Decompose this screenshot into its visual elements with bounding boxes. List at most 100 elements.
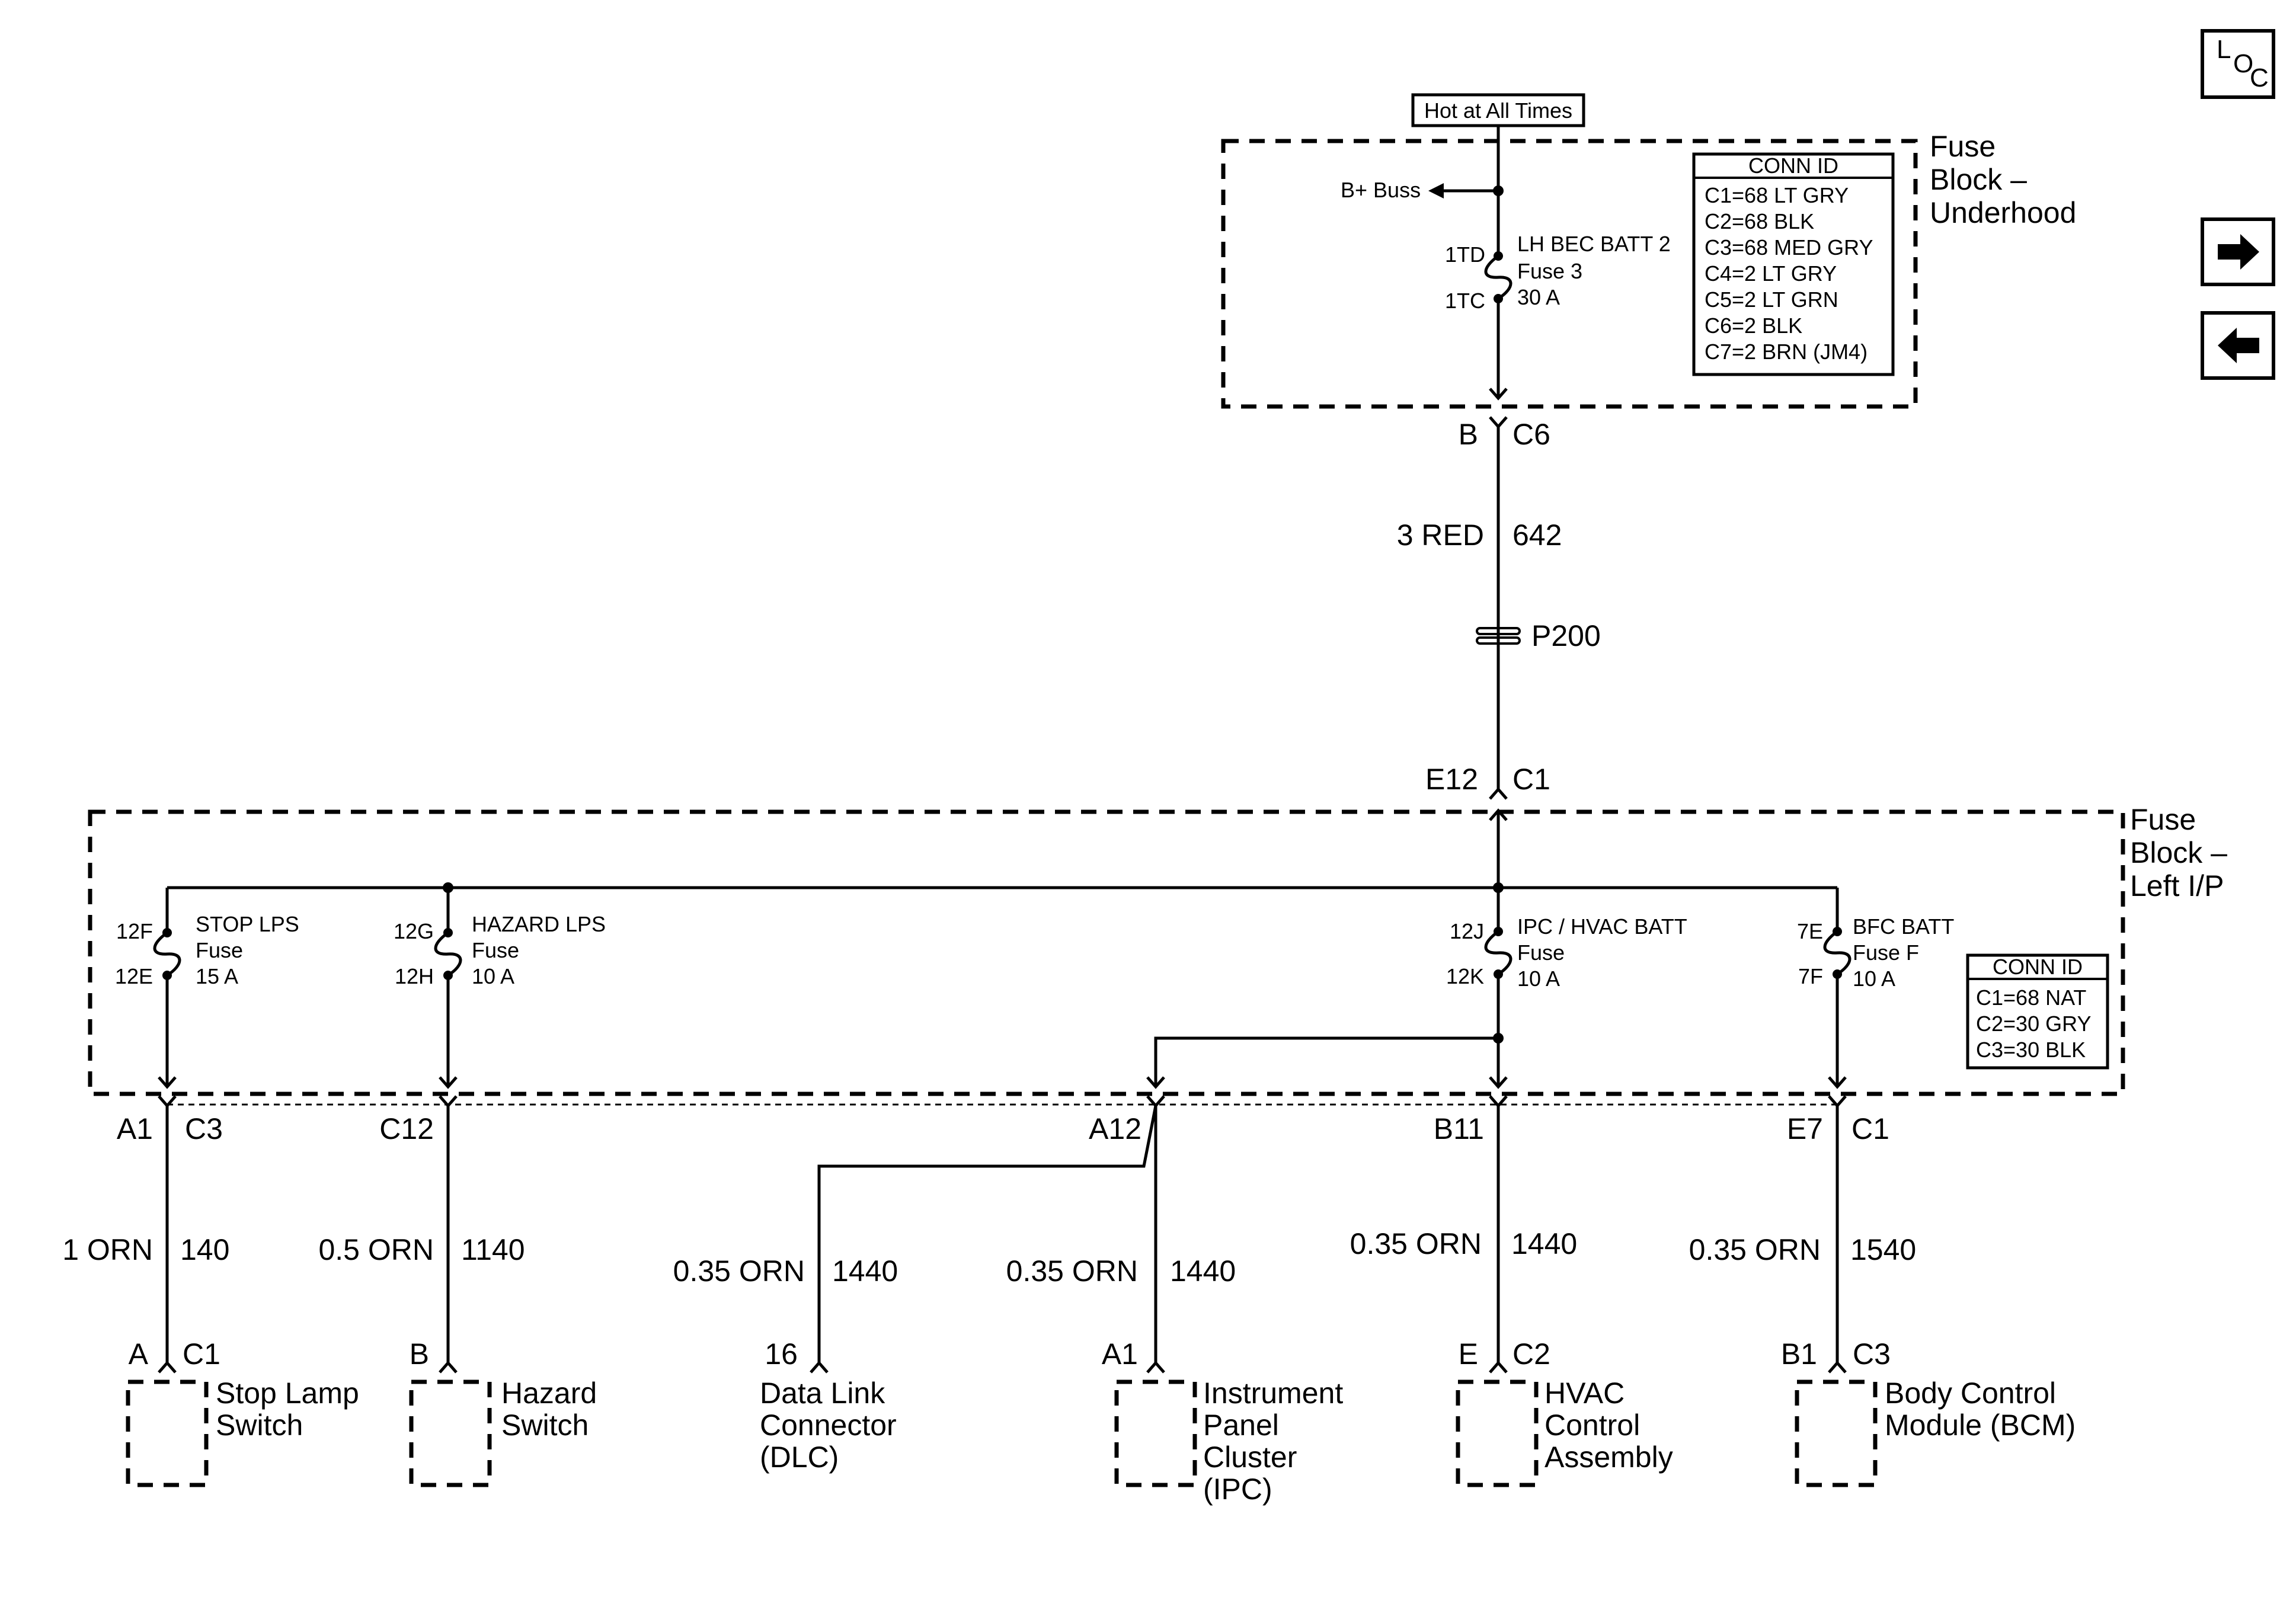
wire-1440-ipc: 0.35 ORN 1440 (1006, 1106, 1236, 1363)
ip-title-line1: Fuse (2130, 803, 2196, 836)
svg-text:HAZARD LPS: HAZARD LPS (472, 912, 606, 936)
svg-text:140: 140 (180, 1233, 229, 1266)
svg-text:STOP LPS: STOP LPS (196, 912, 299, 936)
svg-text:12F: 12F (116, 919, 153, 943)
svg-text:1440: 1440 (832, 1254, 898, 1288)
svg-text:Fuse: Fuse (472, 938, 519, 962)
previous-page-button[interactable] (2201, 311, 2275, 380)
svg-text:E: E (1459, 1337, 1478, 1371)
svg-text:Stop Lamp: Stop Lamp (216, 1377, 359, 1410)
svg-text:0.35 ORN: 0.35 ORN (673, 1254, 805, 1288)
svg-text:P200: P200 (1531, 619, 1601, 652)
underhood-title-line2: Block – (1930, 163, 2027, 196)
left-arrow-icon (2218, 328, 2259, 363)
connector-c6: B C6 (1459, 416, 1550, 451)
svg-text:12E: 12E (115, 964, 153, 988)
component-body-control-module: B1 C3 Body Control Module (BCM) (1781, 1337, 2076, 1487)
svg-text:Assembly: Assembly (1544, 1441, 1673, 1474)
svg-text:B: B (1459, 418, 1478, 451)
svg-text:1440: 1440 (1170, 1254, 1236, 1288)
component-data-link-connector: 16 Data Link Connector (DLC) (760, 1337, 897, 1474)
component-hazard-switch: B Hazard Switch (409, 1337, 597, 1487)
svg-text:1 ORN: 1 ORN (62, 1233, 153, 1266)
fuse-stop-lps: 12F 12E STOP LPS Fuse 15 A (115, 888, 299, 1089)
fuse-hazard-lps: 12G 12H HAZARD LPS Fuse 10 A (394, 888, 606, 1089)
svg-text:Connector: Connector (760, 1409, 897, 1442)
splice-p200: P200 (1476, 619, 1601, 652)
svg-text:C2=68 BLK: C2=68 BLK (1705, 209, 1814, 233)
svg-text:HVAC: HVAC (1544, 1377, 1625, 1410)
svg-text:C1: C1 (1851, 1112, 1889, 1145)
component-hvac-control-assembly: E C2 HVAC Control Assembly (1456, 1337, 1673, 1487)
svg-text:LH BEC BATT 2: LH BEC BATT 2 (1517, 232, 1671, 256)
bplus-buss-label: B+ Buss (1341, 178, 1421, 202)
svg-text:Fuse: Fuse (1517, 940, 1565, 965)
svg-text:C3: C3 (1853, 1337, 1891, 1371)
svg-text:Hot at All Times: Hot at All Times (1424, 98, 1572, 123)
svg-text:C1: C1 (1512, 763, 1550, 796)
svg-text:L: L (2217, 35, 2231, 64)
ip-title-line2: Block – (2130, 836, 2227, 869)
svg-text:1TC: 1TC (1445, 289, 1485, 313)
svg-text:C2=30 GRY: C2=30 GRY (1976, 1012, 2091, 1036)
fuse-block-left-ip: Fuse Block – Left I/P 12F 12E STOP LPS F… (88, 803, 2227, 1096)
svg-text:C12: C12 (379, 1112, 434, 1145)
svg-text:10 A: 10 A (1517, 966, 1560, 991)
svg-text:C1=68 NAT: C1=68 NAT (1976, 985, 2086, 1010)
svg-text:C1=68 LT GRY: C1=68 LT GRY (1705, 183, 1849, 207)
svg-text:BFC BATT: BFC BATT (1853, 914, 1954, 939)
svg-text:A1: A1 (1102, 1337, 1138, 1371)
svg-text:Fuse: Fuse (196, 938, 243, 962)
svg-text:B11: B11 (1434, 1112, 1484, 1145)
svg-text:O: O (2233, 49, 2253, 78)
svg-text:3 RED: 3 RED (1397, 518, 1484, 552)
svg-text:B: B (410, 1337, 429, 1371)
component-instrument-panel-cluster: A1 Instrument Panel Cluster (IPC) (1102, 1337, 1343, 1506)
svg-text:7F: 7F (1798, 964, 1823, 988)
underhood-title-line1: Fuse (1930, 130, 1996, 163)
fuse-block-underhood: Fuse Block – Underhood B+ Buss 1TD 1TC L… (1221, 126, 2076, 409)
svg-text:10 A: 10 A (472, 964, 514, 988)
underhood-conn-id-table: CONN ID C1=68 LT GRY C2=68 BLK C3=68 MED… (1692, 152, 1895, 376)
svg-text:Hazard: Hazard (501, 1377, 597, 1410)
svg-text:C3=30 BLK: C3=30 BLK (1976, 1038, 2086, 1062)
svg-text:0.35 ORN: 0.35 ORN (1689, 1233, 1821, 1266)
svg-text:A12: A12 (1089, 1112, 1141, 1145)
svg-text:C7=2 BRN (JM4): C7=2 BRN (JM4) (1705, 340, 1868, 364)
svg-text:C: C (2250, 63, 2269, 92)
svg-text:A1: A1 (117, 1112, 153, 1145)
svg-text:C2: C2 (1512, 1337, 1550, 1371)
svg-text:E7: E7 (1787, 1112, 1823, 1145)
output-connector-b11: B11 (1434, 1095, 1508, 1145)
wire-140: 1 ORN 140 (62, 1106, 229, 1363)
fuse-bfc-batt: 7E 7F BFC BATT Fuse F 10 A (1797, 888, 1954, 1089)
component-stop-lamp-switch: A C1 Stop Lamp Switch (126, 1337, 359, 1487)
svg-text:0.35 ORN: 0.35 ORN (1006, 1254, 1138, 1288)
svg-text:7E: 7E (1797, 919, 1823, 943)
supply-label: Hot at All Times (1411, 93, 1585, 127)
svg-text:Control: Control (1544, 1409, 1640, 1442)
next-page-button[interactable] (2201, 217, 2275, 286)
svg-text:Switch: Switch (501, 1409, 589, 1442)
ip-title-line3: Left I/P (2130, 869, 2224, 902)
svg-text:(DLC): (DLC) (760, 1441, 839, 1474)
svg-text:1440: 1440 (1511, 1227, 1577, 1260)
wire-642: 3 RED 642 (1397, 427, 1562, 789)
output-connector-e7-c1: E7 C1 (1787, 1095, 1889, 1145)
right-arrow-icon (2218, 234, 2259, 270)
loc-icon[interactable]: L O C (2201, 29, 2275, 99)
svg-text:CONN ID: CONN ID (1748, 153, 1838, 178)
svg-text:0.5 ORN: 0.5 ORN (318, 1233, 434, 1266)
output-connector-c12: C12 (379, 1095, 458, 1145)
svg-text:12G: 12G (394, 919, 434, 943)
svg-text:E12: E12 (1425, 763, 1478, 796)
svg-text:1TD: 1TD (1445, 242, 1485, 267)
svg-text:12K: 12K (1446, 964, 1484, 988)
svg-text:12H: 12H (395, 964, 434, 988)
output-connector-a1-c3: A1 C3 (117, 1095, 223, 1145)
wire-1540: 0.35 ORN 1540 (1689, 1106, 1916, 1363)
wire-1440-dlc: 0.35 ORN 1440 (673, 1105, 1157, 1363)
svg-text:C6=2 BLK: C6=2 BLK (1705, 313, 1802, 338)
svg-text:C5=2 LT GRN: C5=2 LT GRN (1705, 287, 1838, 312)
